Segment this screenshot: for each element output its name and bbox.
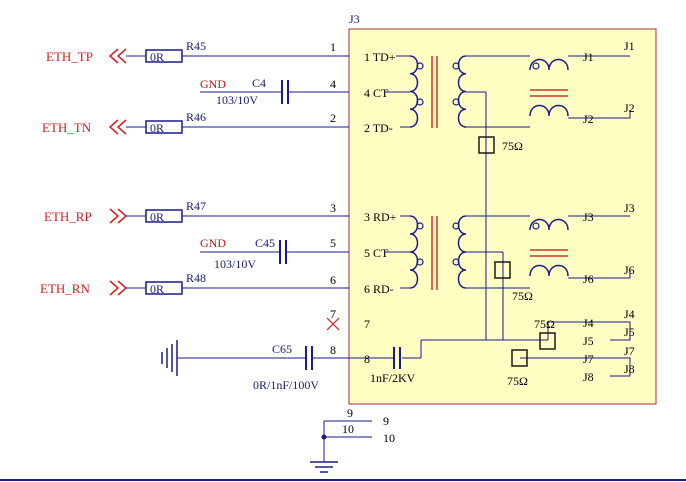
- polarity-dot-rx-3: [452, 222, 460, 230]
- net-label-eth-rn: ETH_RN: [40, 281, 90, 296]
- choke-tx-bottom: [529, 104, 569, 117]
- termination-resistor-2: [494, 261, 511, 279]
- net-rn-group: ETH_RN 0R R48: [40, 271, 349, 296]
- pin-name-ct-1: 4 CT: [364, 86, 389, 100]
- termination-label-4: 75Ω: [507, 374, 528, 388]
- capacitor-c4-group: GND C4 103/10V: [200, 76, 349, 107]
- capacitor-c4-value: 103/10V: [216, 93, 258, 107]
- pin-label-j1: J1: [624, 39, 635, 53]
- inner-label-j1: J1: [583, 50, 594, 64]
- shield-ground: [310, 420, 372, 473]
- bottom-pin-number-9: 9: [347, 406, 353, 420]
- resistor-r45-value: 0R: [150, 50, 164, 64]
- termination-label-2: 75Ω: [512, 289, 533, 303]
- inner-label-j4: J4: [583, 316, 594, 330]
- polarity-dot-tx-1: [416, 62, 424, 70]
- inner-label-j2: J2: [583, 112, 594, 126]
- pin-name-rd-plus: 3 RD+: [364, 210, 397, 224]
- resistor-r46-ref: R46: [186, 110, 206, 124]
- pin-label-j7: J7: [624, 344, 635, 358]
- pin-label-j6: J6: [624, 263, 635, 277]
- pin-name-7: 7: [364, 317, 370, 331]
- pin-name-rd-minus: 6 RD-: [364, 282, 394, 296]
- termination-resistor-1: [478, 136, 495, 154]
- net-tp-group: ETH_TP 0R R45: [46, 39, 349, 64]
- transformer-coils: [409, 55, 569, 290]
- net-label-eth-rp: ETH_RP: [44, 209, 92, 224]
- resistor-r48-ref: R48: [186, 271, 206, 285]
- pin-name-8: 8: [364, 352, 370, 366]
- net-rp-group: ETH_RP 0R R47: [44, 199, 349, 224]
- termination-label-3: 75Ω: [534, 317, 555, 331]
- pin-number-2: 2: [330, 111, 336, 125]
- polarity-dot-rx-1: [416, 222, 424, 230]
- capacitor-c45-ref: C45: [255, 236, 275, 250]
- resistor-r46-value: 0R: [150, 121, 164, 135]
- internal-wiring: [349, 55, 610, 359]
- hv-cap-label: 1nF/2KV: [370, 371, 416, 385]
- choke-rx-dot: [532, 222, 540, 230]
- pin-label-j3: J3: [624, 201, 635, 215]
- pin-number-1: 1: [330, 40, 336, 54]
- net-tn-group: ETH_TN 0R R46: [42, 110, 349, 135]
- pin-number-4: 4: [330, 77, 336, 91]
- pin-number-8: 8: [330, 343, 336, 357]
- capacitor-c65-value: 0R/1nF/100V: [253, 378, 319, 392]
- bottom-pin-label-9: 9: [383, 414, 389, 428]
- pin-name-td-minus: 2 TD-: [364, 121, 393, 135]
- polarity-dot-rx-4: [452, 258, 460, 266]
- inner-label-j3: J3: [583, 210, 594, 224]
- polarity-dot-tx-4: [452, 98, 460, 106]
- termination-resistor-4: [511, 349, 528, 367]
- inner-label-j7: J7: [583, 352, 594, 366]
- polarity-dot-rx-2: [416, 258, 424, 266]
- no-connect-marker: [326, 317, 340, 331]
- resistor-r48-value: 0R: [150, 282, 164, 296]
- pin-number-7: 7: [330, 307, 336, 321]
- inner-label-j5: J5: [583, 334, 594, 348]
- termination-resistor-3: [539, 332, 556, 350]
- choke-rx-bottom: [529, 264, 569, 277]
- choke-tx-top: [529, 58, 569, 71]
- capacitor-c4-ref: C4: [252, 76, 266, 90]
- capacitor-c4-net: GND: [200, 77, 226, 91]
- pin-label-j5: J5: [624, 325, 635, 339]
- connector-designator: J3: [349, 12, 360, 26]
- pin-name-td-plus: 1 TD+: [364, 50, 396, 64]
- pin-number-6: 6: [330, 273, 336, 287]
- pin-number-3: 3: [330, 201, 336, 215]
- capacitor-c45-group: GND C45 103/10V: [200, 236, 349, 271]
- inner-label-j6: J6: [583, 272, 594, 286]
- polarity-dot-tx-2: [416, 98, 424, 106]
- coil-secondary-rx: [457, 215, 467, 289]
- bottom-pin-number-10: 10: [342, 422, 354, 436]
- polarity-dot-tx-3: [452, 62, 460, 70]
- choke-rx-top: [529, 218, 569, 231]
- net-label-eth-tp: ETH_TP: [46, 49, 93, 64]
- right-leads: [568, 55, 631, 377]
- resistor-r47-ref: R47: [186, 199, 206, 213]
- pin-label-j4: J4: [624, 307, 635, 321]
- pin-number-5: 5: [330, 236, 336, 250]
- net-label-eth-tn: ETH_TN: [42, 120, 92, 135]
- capacitor-c65-group: C65 0R/1nF/100V: [161, 340, 349, 392]
- resistor-r47-value: 0R: [150, 210, 164, 224]
- coil-secondary-tx: [457, 55, 467, 128]
- pin-name-ct-2: 5 CT: [364, 246, 389, 260]
- resistor-r45-ref: R45: [186, 39, 206, 53]
- capacitor-c45-value: 103/10V: [214, 257, 256, 271]
- coil-primary-tx: [409, 55, 419, 128]
- inner-label-j8: J8: [583, 370, 594, 384]
- capacitor-c45-net: GND: [200, 236, 226, 250]
- capacitor-c65-ref: C65: [272, 342, 292, 356]
- choke-tx-dot: [532, 62, 540, 70]
- bottom-pin-label-10: 10: [383, 431, 395, 445]
- pin-label-j8: J8: [624, 362, 635, 376]
- pin-label-j2: J2: [624, 101, 635, 115]
- termination-label-1: 75Ω: [502, 139, 523, 153]
- coil-primary-rx: [409, 215, 419, 289]
